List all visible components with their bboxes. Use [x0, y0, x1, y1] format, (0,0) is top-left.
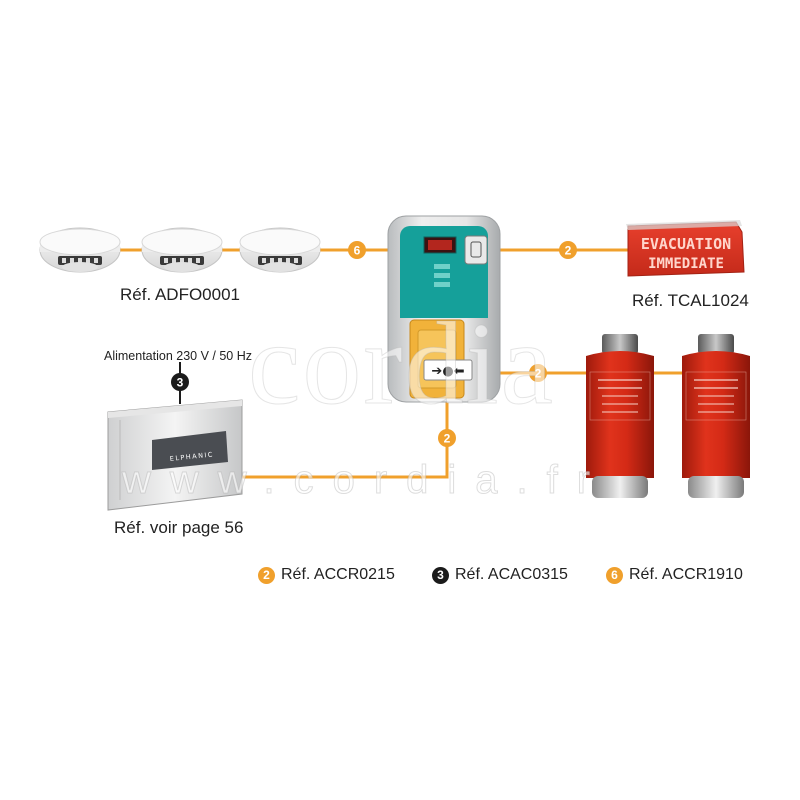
- legend-ref: Réf. ACAC0315: [455, 566, 568, 583]
- fire-alarm-panel: ELPHANIC: [107, 399, 243, 511]
- sign-ref-label: Réf. TCAL1024: [632, 291, 749, 310]
- badge-3-power: 3: [171, 373, 189, 391]
- legend-item-accr0215: 2 Réf. ACCR0215: [258, 566, 395, 584]
- detectors-ref-label: Réf. ADFO0001: [120, 285, 241, 304]
- legend-ref: Réf. ACCR1910: [629, 566, 743, 583]
- evacuation-sign: EVACUATION IMMEDIATE: [626, 220, 745, 277]
- sign-line-1: EVACUATION: [641, 235, 731, 253]
- svg-text:➔●⬅: ➔●⬅: [431, 364, 464, 379]
- extinguisher-cylinder: [586, 334, 654, 498]
- legend-ref: Réf. ACCR0215: [281, 566, 395, 583]
- smoke-detector: [39, 227, 121, 273]
- badge-2-panel-wire: 2: [438, 429, 456, 447]
- panel-ref-label: Réf. voir page 56: [114, 518, 244, 537]
- svg-text:2: 2: [444, 432, 451, 446]
- power-supply-label: Alimentation 230 V / 50 Hz: [104, 349, 252, 363]
- sign-line-2: IMMEDIATE: [648, 256, 724, 272]
- extinguisher-cylinder: [682, 334, 750, 498]
- svg-text:2: 2: [565, 244, 572, 258]
- legend-item-acac0315: 3 Réf. ACAC0315: [432, 566, 568, 584]
- badge-2-sign-wire: 2: [559, 241, 577, 259]
- svg-text:3: 3: [177, 376, 184, 390]
- badge-6-detectors-wire: 6: [348, 241, 366, 259]
- svg-text:6: 6: [354, 244, 361, 258]
- smoke-detector: [239, 227, 321, 273]
- legend-badge-3: 3: [432, 566, 449, 584]
- extinguishing-control-unit: ➔●⬅: [387, 215, 501, 403]
- wire-panel-to-unit: [240, 400, 449, 479]
- legend-badge-2: 2: [258, 566, 275, 584]
- smoke-detector: [141, 227, 223, 273]
- badge-2-cylinder-wire: 2: [529, 364, 547, 382]
- legend-badge-6: 6: [606, 566, 623, 584]
- legend-item-accr1910: 6 Réf. ACCR1910: [606, 566, 743, 584]
- svg-text:2: 2: [535, 367, 542, 381]
